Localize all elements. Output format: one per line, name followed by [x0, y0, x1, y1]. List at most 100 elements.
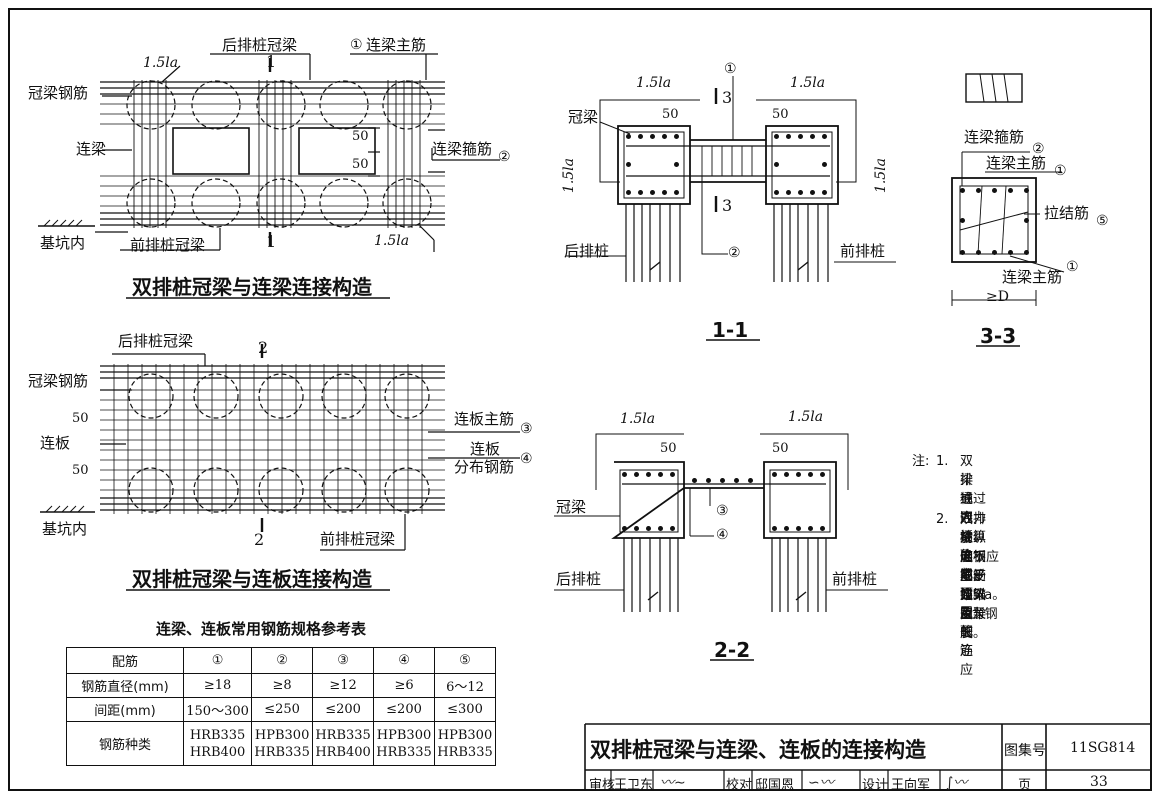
note2-line3: 度不应小于1.5la。la为钢 — [960, 550, 1006, 622]
rebar-dot — [658, 526, 663, 531]
top-tie-beam-label: 连梁 — [76, 140, 107, 158]
checker-signature: ∽〰 — [808, 775, 834, 791]
top-circ1: ① — [350, 37, 363, 53]
notes-prefix: 注: — [912, 454, 930, 469]
table-title: 连梁、连板常用钢筋规格参考表 — [156, 620, 367, 638]
rebar-dot — [784, 526, 789, 531]
s11-circ2: ② — [728, 245, 741, 261]
table-row: 间距(mm) 150～300 ≤250 ≤200 ≤200 ≤300 — [66, 697, 496, 722]
rebar-dot — [786, 134, 791, 139]
s22-title: 2-2 — [714, 638, 751, 662]
top-anchor-top: 1.5la — [143, 55, 179, 71]
rebar-dot — [820, 526, 825, 531]
checker-name: 邸国恩 — [755, 778, 795, 793]
rebar-dot — [798, 190, 803, 195]
rebar-dot — [796, 472, 801, 477]
table-cell: 6～12 — [434, 673, 496, 698]
rebar-dot — [748, 478, 753, 483]
table-cell: ≥18 — [182, 673, 253, 698]
drawing-frame — [8, 8, 1152, 791]
rebar-dot — [674, 162, 679, 167]
rebar-dot — [674, 190, 679, 195]
mid-diagram-caption: 双排桩冠梁与连板连接构造 — [132, 567, 372, 591]
rebar-dot — [796, 526, 801, 531]
page-label: 页 — [1018, 778, 1032, 793]
s11-height-left: 1.5la — [561, 158, 577, 194]
check-label: 校对 — [726, 778, 753, 793]
s33-main-bottom-label: 连梁主筋 — [1002, 268, 1063, 286]
s22-dim50-left: 50 — [660, 441, 677, 456]
rebar-dot — [976, 188, 981, 193]
top-plan-view — [38, 53, 500, 299]
mid-section-mark-bottom: 2 — [254, 530, 265, 549]
s33-circ1a: ① — [1054, 163, 1067, 179]
top-circ2: ② — [498, 149, 511, 165]
table-cell: HRB335 HRB400 — [182, 721, 253, 766]
section-3-3-drawing — [951, 73, 1065, 347]
rebar-dot — [784, 472, 789, 477]
s22-cap-beam-label: 冠梁 — [556, 498, 587, 516]
rebar-dot — [808, 472, 813, 477]
table-header-cell: ③ — [312, 647, 375, 674]
s33-tie-bar-label: 拉结筋 — [1044, 204, 1090, 222]
rebar-dot — [1008, 250, 1013, 255]
s33-circ2: ② — [1032, 141, 1045, 157]
rebar-dot — [658, 472, 663, 477]
table-header-row: 配筋 ① ② ③ ④ ⑤ — [66, 647, 496, 674]
rebar-dot — [992, 250, 997, 255]
table-cell: ≤200 — [373, 697, 435, 722]
s11-dim50-right: 50 — [772, 107, 789, 122]
s11-height-right: 1.5la — [873, 158, 889, 194]
s33-stirrup-label: 连梁箍筋 — [964, 128, 1025, 146]
reviewer-name: 王卫东 — [614, 778, 654, 793]
table-cell: ≥6 — [373, 673, 435, 698]
s22-rear-pile-label: 后排桩 — [556, 570, 602, 588]
designer-name: 王向军 — [891, 778, 931, 793]
rebar-dot — [670, 526, 675, 531]
table-header-cell: ② — [251, 647, 314, 674]
rebar-dot — [808, 526, 813, 531]
rebar-dot — [622, 472, 627, 477]
s22-dim50-right: 50 — [772, 441, 789, 456]
rebar-dot — [772, 526, 777, 531]
mid-rear-cap-label: 后排桩冠梁 — [118, 332, 194, 350]
table-row: 钢筋种类 HRB335 HRB400 HPB300 HRB335 HRB335 … — [66, 721, 496, 766]
rebar-spec-table: 配筋 ① ② ③ ④ ⑤ 钢筋直径(mm) ≥18 ≥8 ≥12 ≥6 6～12… — [66, 647, 496, 766]
rebar-dot — [1008, 188, 1013, 193]
top-front-cap-label: 前排桩冠梁 — [130, 236, 206, 254]
top-section-mark-bottom: 1 — [266, 232, 277, 251]
top-main-bar-label: 连梁主筋 — [366, 36, 427, 54]
note2-line1: 双排桩纵向钢筋、连梁主 — [960, 512, 987, 622]
s11-title: 1-1 — [712, 318, 749, 342]
reviewer-signature: 〰∼ — [660, 775, 686, 791]
atlas-number: 11SG814 — [1070, 740, 1136, 756]
s11-anchor-left: 1.5la — [636, 75, 672, 91]
mid-slab-main-label: 连板主筋 — [454, 410, 515, 428]
table-cell: HPB300 HRB335 — [373, 721, 435, 766]
mid-plan-view — [40, 344, 520, 591]
designer-signature: ∫〰 — [946, 775, 968, 791]
top-dim-50a: 50 — [352, 129, 369, 144]
section-1-1-drawing — [566, 76, 896, 341]
rebar-dot — [992, 188, 997, 193]
rebar-dot — [960, 218, 965, 223]
table-cell: 钢筋种类 — [66, 721, 184, 766]
rebar-dot — [626, 134, 631, 139]
table-cell: ≥8 — [251, 673, 314, 698]
table-cell: 150～300 — [182, 697, 253, 722]
rebar-dot — [634, 472, 639, 477]
s22-anchor-right: 1.5la — [788, 409, 824, 425]
top-anchor-bottom: 1.5la — [374, 233, 410, 249]
note1-num: 1. — [936, 454, 949, 469]
rebar-dot — [650, 190, 655, 195]
rebar-dot — [1024, 250, 1029, 255]
rebar-dot — [822, 190, 827, 195]
table-cell: HPB300 HRB335 — [251, 721, 314, 766]
top-diagram-caption: 双排桩冠梁与连梁连接构造 — [132, 275, 372, 299]
s11-cap-beam-label: 冠梁 — [568, 108, 599, 126]
s33-main-top-label: 连梁主筋 — [986, 154, 1047, 172]
rebar-dot — [646, 472, 651, 477]
rebar-dot — [674, 134, 679, 139]
mid-slab-label: 连板 — [40, 434, 71, 452]
